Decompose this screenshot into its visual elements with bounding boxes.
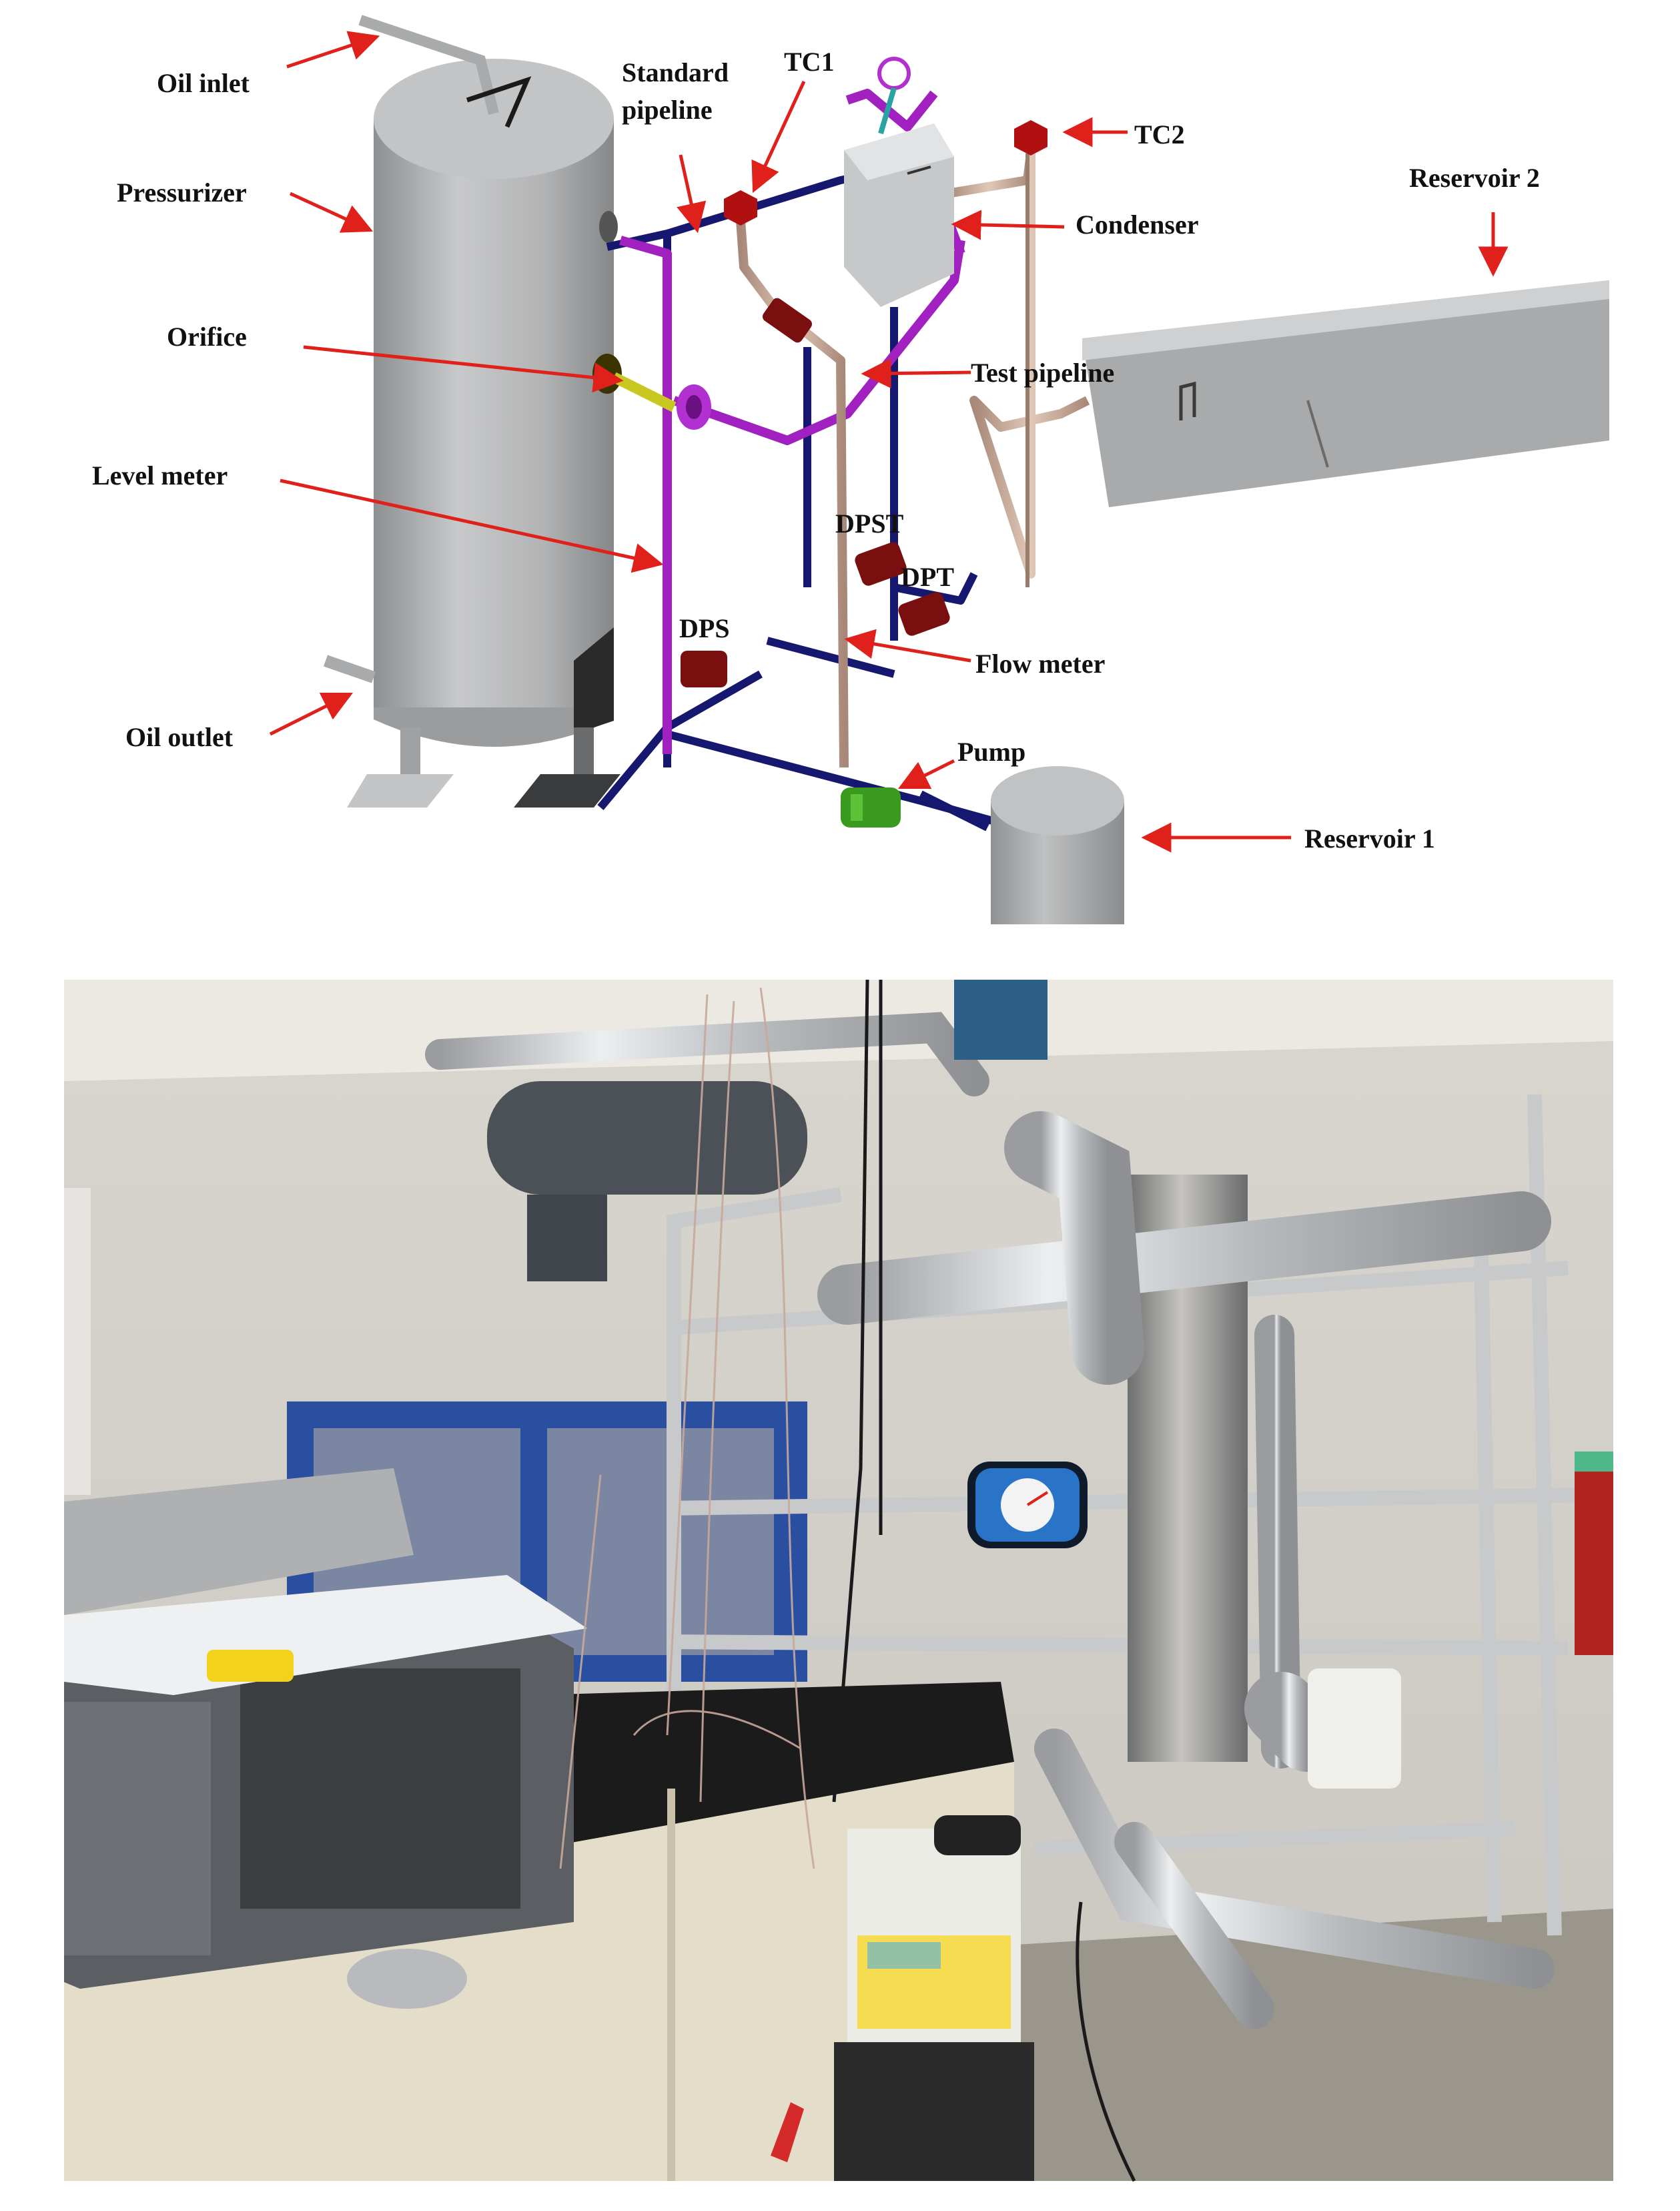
label-pressurizer: Pressurizer: [117, 178, 247, 208]
label-dps: DPS: [679, 613, 730, 643]
pressurizer-vessel: [324, 15, 622, 808]
circulator-unit: [834, 1815, 1034, 2181]
label-pump: Pump: [957, 737, 1025, 767]
pump: [841, 787, 901, 828]
label-tc2: TC2: [1134, 119, 1185, 149]
label-reservoir-2: Reservoir 2: [1409, 163, 1540, 193]
label-tc1: TC1: [784, 47, 835, 77]
jerrycan: [1308, 1668, 1401, 1789]
pliers: [771, 2102, 804, 2162]
foil-tape-roll: [347, 1949, 467, 2009]
label-test-pipeline: Test pipeline: [971, 358, 1114, 388]
condenser: [844, 57, 954, 307]
label-reservoir-1: Reservoir 1: [1304, 824, 1435, 854]
annotation-arrows: [269, 31, 1509, 853]
label-level-meter: Level meter: [92, 460, 228, 491]
red-bucket: [1575, 1452, 1613, 1655]
dpt-transmitter: [898, 592, 950, 636]
photo-panel: [64, 979, 1613, 2182]
label-standard-pipeline-line2: pipeline: [622, 95, 713, 125]
reservoir-2-vessel: [1082, 280, 1609, 507]
label-orifice: Orifice: [167, 322, 247, 352]
tc2-sensor: [1014, 120, 1047, 155]
tape-measure: [207, 1650, 294, 1682]
papers-and-lid: [64, 1468, 587, 1695]
flow-meter-display: [967, 1462, 1088, 1548]
dpst-transmitter: [855, 542, 907, 586]
schematic-panel: Oil inlet Pressurizer Orifice Level mete…: [92, 15, 1609, 924]
label-dpt: DPT: [901, 562, 954, 592]
dps-transmitter: [681, 651, 727, 687]
test-pipeline-valve: [762, 298, 813, 343]
datalogger-instrument: [64, 1615, 574, 1989]
tc1-sensor: [724, 190, 757, 226]
label-condenser: Condenser: [1076, 210, 1198, 240]
reservoir-1-vessel: [991, 766, 1124, 924]
signal-cables: [832, 979, 1136, 2182]
blue-sensor-head: [954, 980, 1047, 1060]
label-dpst: DPST: [835, 509, 904, 539]
label-flow-meter: Flow meter: [975, 649, 1105, 679]
label-standard-pipeline-line1: Standard: [622, 57, 729, 87]
orifice: [611, 372, 711, 430]
label-oil-outlet: Oil outlet: [125, 722, 234, 752]
label-oil-inlet: Oil inlet: [157, 68, 250, 98]
